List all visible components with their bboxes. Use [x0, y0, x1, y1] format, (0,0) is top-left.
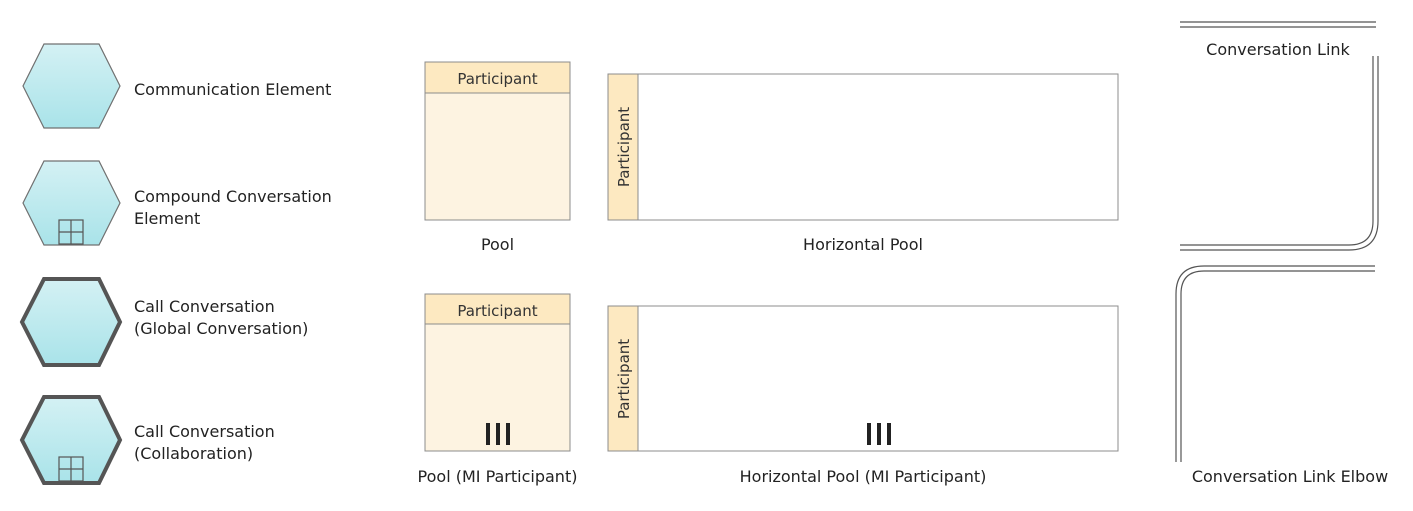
- pool-caption: Pool: [480, 235, 515, 254]
- horizontal-pool-shape[interactable]: Participant: [607, 73, 1119, 221]
- conversation-link-curve-shape[interactable]: [1180, 56, 1379, 251]
- conversation-link-shape[interactable]: [1180, 21, 1376, 28]
- call-conversation-collaboration[interactable]: [19, 395, 123, 485]
- multi-instance-marker-icon: [867, 423, 891, 445]
- call-conversation-collaboration-label-line2: (Collaboration): [134, 444, 254, 463]
- pool-mi-caption: Pool (MI Participant): [417, 467, 578, 486]
- horizontal-pool-mi-participant-label: Participant: [615, 339, 633, 419]
- pool-shape[interactable]: Participant: [424, 61, 571, 221]
- pool-mi-participant-label: Participant: [457, 302, 537, 320]
- pool-participant-label: Participant: [457, 70, 537, 88]
- plus-grid-icon: [58, 219, 84, 245]
- pool-mi-shape[interactable]: Participant: [424, 293, 571, 452]
- compound-conversation-element-label-line1: Compound Conversation: [134, 187, 332, 206]
- horizontal-pool-participant-label: Participant: [615, 107, 633, 187]
- call-conversation-global-label-line2: (Global Conversation): [134, 319, 309, 338]
- horizontal-pool-mi-shape[interactable]: Participant: [607, 305, 1119, 452]
- compound-conversation-element[interactable]: [22, 160, 121, 246]
- horizontal-pool-caption: Horizontal Pool: [803, 235, 923, 254]
- conversation-link-elbow-shape[interactable]: [1175, 265, 1375, 462]
- compound-conversation-element-label-line2: Element: [134, 209, 201, 228]
- conversation-link-elbow-caption: Conversation Link Elbow: [1191, 467, 1389, 486]
- plus-grid-icon: [58, 456, 84, 482]
- horizontal-pool-mi-caption: Horizontal Pool (MI Participant): [739, 467, 987, 486]
- call-conversation-global-label-line1: Call Conversation: [134, 297, 275, 316]
- multi-instance-marker-icon: [486, 423, 510, 445]
- call-conversation-global-hexagon[interactable]: [19, 277, 123, 367]
- communication-element-hexagon[interactable]: [22, 43, 121, 129]
- communication-element-label: Communication Element: [134, 80, 332, 99]
- conversation-link-caption: Conversation Link: [1206, 40, 1350, 59]
- call-conversation-collaboration-label-line1: Call Conversation: [134, 422, 275, 441]
